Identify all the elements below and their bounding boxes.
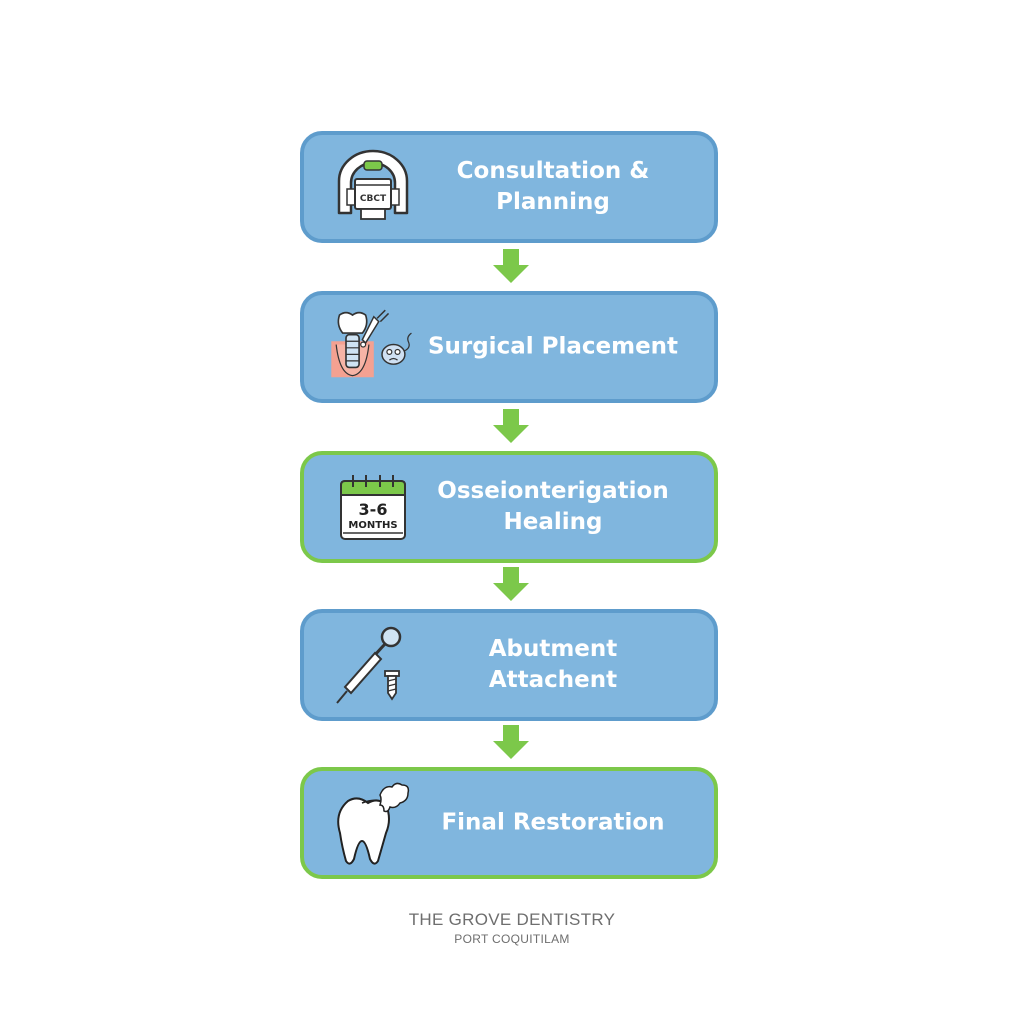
tooth-icon — [328, 778, 418, 868]
step-label: Abutment Attachent — [488, 636, 618, 693]
practice-name: THE GROVE DENTISTRY — [408, 910, 616, 929]
step-osseointegration-healing: 3-6 MONTHS Osseionterigation Healing — [300, 451, 718, 563]
step-label: Surgical Placement — [427, 333, 679, 360]
svg-text:3-6: 3-6 — [359, 500, 388, 519]
practice-location: PORT COQUITILAM — [454, 932, 570, 946]
arrow-down-icon — [491, 723, 531, 761]
step-final-restoration: Final Restoration — [300, 767, 718, 879]
step-label: Consultation & Planning — [456, 158, 650, 215]
step-label: Osseionterigation Healing — [437, 478, 669, 535]
arrow-down-icon — [491, 407, 531, 445]
step-label: Final Restoration — [441, 809, 665, 836]
footer-branding: THE GROVE DENTISTRY PORT COQUITILAM — [0, 910, 1024, 946]
svg-text:MONTHS: MONTHS — [348, 520, 397, 531]
arrow-down-icon — [491, 565, 531, 603]
step-consultation-planning: CBCT Consultation & Planning — [300, 131, 718, 243]
svg-text:CBCT: CBCT — [360, 194, 387, 204]
step-surgical-placement: Surgical Placement — [300, 291, 718, 403]
arrow-down-icon — [491, 247, 531, 285]
step-abutment-attachment: Abutment Attachent — [300, 609, 718, 721]
cbct-scanner-icon: CBCT — [328, 142, 418, 232]
implant-surgery-icon — [328, 302, 418, 392]
dental-tool-screw-icon — [328, 620, 418, 710]
calendar-icon: 3-6 MONTHS — [328, 462, 418, 552]
